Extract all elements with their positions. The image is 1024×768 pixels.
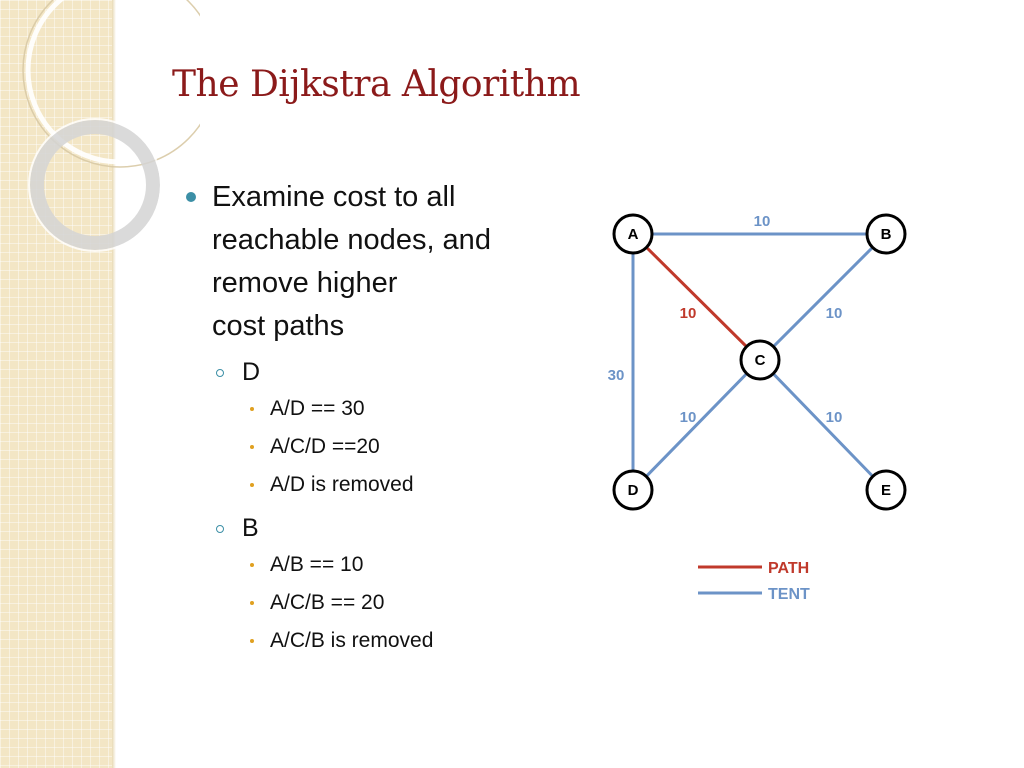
list-item: A/D == 30 [184, 390, 564, 428]
main-bullet-line: cost paths [212, 310, 345, 342]
node-a [612, 213, 654, 255]
ring-bullet-icon [216, 369, 224, 377]
list-item: A/C/B is removed [184, 622, 564, 660]
node-label: A [628, 226, 639, 243]
node-label: B [881, 226, 892, 243]
node-label: C [755, 352, 766, 369]
list-item-text: A/C/B == 20 [270, 591, 385, 614]
list-item: A/C/B == 20 [184, 584, 564, 622]
section-label: D [242, 358, 261, 386]
edge-weight-label: 30 [608, 367, 625, 384]
main-bullet-line: Examine cost to all [212, 181, 456, 213]
list-item: A/D is removed [184, 466, 564, 504]
slide-title: The Dijkstra Algorithm [172, 64, 581, 105]
small-dot-icon [250, 407, 254, 411]
small-dot-icon [250, 563, 254, 567]
edge-weight-label: 10 [680, 409, 697, 426]
edge-weight-label: 10 [826, 409, 843, 426]
small-dot-icon [250, 601, 254, 605]
edge-c-d [631, 358, 762, 492]
list-item-text: A/C/D ==20 [270, 435, 380, 458]
bullet-dot-icon [186, 192, 196, 202]
edge-weight-label: 10 [826, 305, 843, 322]
small-dot-icon [250, 445, 254, 449]
decorative-rings [22, 0, 200, 252]
node-c [739, 339, 781, 381]
section-heading-d: D [184, 354, 564, 390]
section-heading-b: B [184, 510, 564, 546]
edge-b-c [758, 232, 888, 362]
node-b [865, 213, 907, 255]
node-d [612, 469, 654, 511]
list-item: A/C/D ==20 [184, 428, 564, 466]
main-bullet-line: remove higher [212, 267, 398, 299]
small-dot-icon [250, 483, 254, 487]
legend-label-path: PATH [768, 560, 809, 577]
small-dot-icon [250, 639, 254, 643]
edge-c-e [758, 358, 888, 492]
edge-weight-label: 10 [754, 213, 771, 230]
list-item: A/B == 10 [184, 546, 564, 584]
node-label: E [881, 482, 891, 499]
edge-weight-label: 10 [680, 305, 697, 322]
main-bullet-line: reachable nodes, and [212, 224, 491, 256]
ring-bullet-icon [216, 525, 224, 533]
main-bullet: Examine cost to all reachable nodes, and… [184, 176, 564, 348]
node-e [865, 469, 907, 511]
sidebar-edge [112, 0, 116, 768]
list-item-text: A/B == 10 [270, 553, 364, 576]
section-label: B [242, 514, 259, 542]
bullet-content: Examine cost to all reachable nodes, and… [184, 176, 564, 660]
list-item-text: A/D == 30 [270, 397, 365, 420]
list-item-text: A/C/B is removed [270, 629, 434, 652]
list-item-text: A/D is removed [270, 473, 414, 496]
legend-label-tent: TENT [768, 586, 810, 603]
edge-a-c [631, 232, 762, 362]
node-label: D [628, 482, 639, 499]
